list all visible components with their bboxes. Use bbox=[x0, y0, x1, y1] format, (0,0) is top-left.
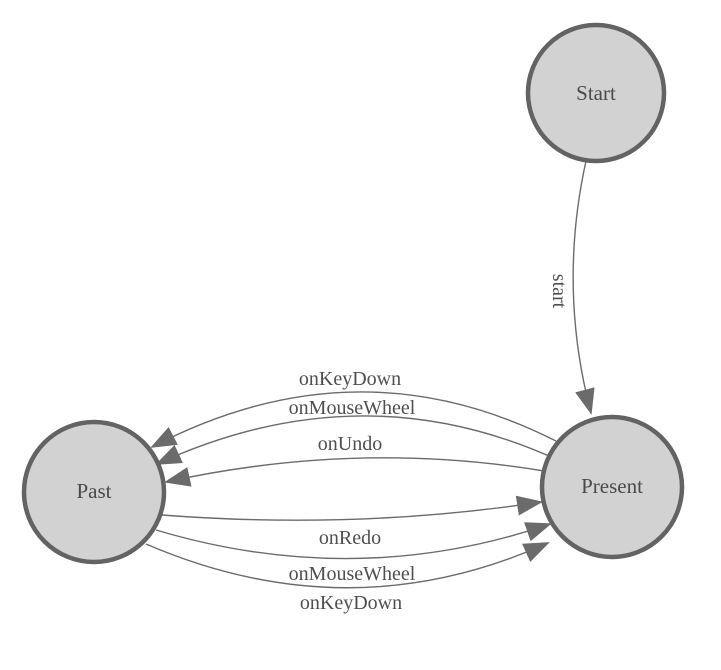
edge-past-to-present-onredo bbox=[161, 495, 543, 521]
state-node-present: Present bbox=[539, 414, 685, 560]
start-node-circle bbox=[525, 22, 667, 164]
state-node-past: Past bbox=[21, 419, 167, 565]
edge-present-to-past-onundo bbox=[164, 457, 545, 487]
edge-label-group: start onKeyDown onMouseWheel onUndo onRe… bbox=[289, 274, 570, 614]
edge-past-to-present-onkeydown bbox=[145, 542, 550, 589]
state-node-start: Start bbox=[525, 22, 667, 164]
start-node-label: Start bbox=[576, 81, 616, 105]
edge-start-to-present bbox=[572, 160, 595, 415]
past-node-label: Past bbox=[76, 479, 111, 503]
edge-label-onmousewheel-top: onMouseWheel bbox=[289, 397, 416, 419]
edge-present-to-past-onkeydown bbox=[150, 391, 557, 448]
present-node-label: Present bbox=[581, 474, 643, 498]
edge-label-onkeydown-bottom: onKeyDown bbox=[300, 592, 402, 614]
edge-label-onredo: onRedo bbox=[319, 527, 381, 549]
edge-present-to-past-onmousewheel bbox=[155, 415, 550, 465]
edge-label-onkeydown-top: onKeyDown bbox=[299, 368, 401, 390]
present-node-circle bbox=[539, 414, 685, 560]
edge-label-start: start bbox=[548, 274, 570, 309]
edge-label-onmousewheel-bottom: onMouseWheel bbox=[289, 563, 416, 585]
edge-past-to-present-onmousewheel bbox=[155, 522, 552, 560]
edge-group bbox=[145, 160, 595, 589]
past-node-circle bbox=[21, 419, 167, 565]
edge-label-onundo: onUndo bbox=[318, 433, 382, 455]
